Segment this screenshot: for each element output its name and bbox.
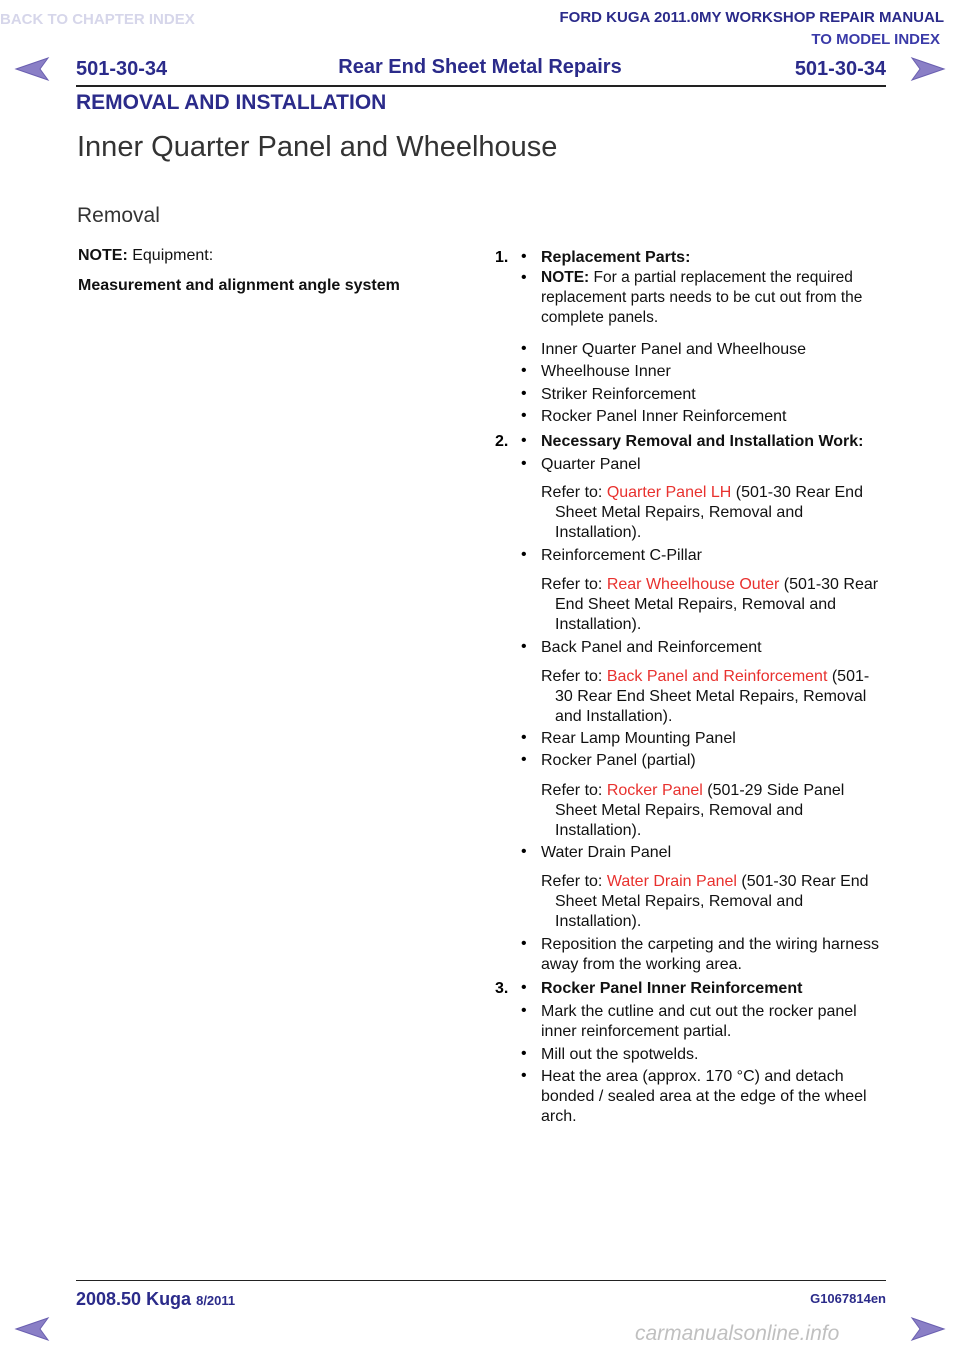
note-text: Equipment:	[132, 247, 214, 264]
step-3-number: 3.	[495, 980, 509, 997]
footer-model-text: 2008.50 Kuga	[76, 1289, 192, 1309]
document-subtitle: Removal	[77, 204, 160, 227]
refer-to-label: Refer to:	[541, 668, 607, 685]
bullet: •	[521, 546, 527, 563]
previous-page-arrow-icon[interactable]	[14, 56, 50, 82]
bullet: •	[521, 362, 527, 379]
bullet: •	[521, 269, 527, 286]
step-1-title: Replacement Parts:	[541, 249, 691, 266]
list-item: Wheelhouse Inner	[541, 363, 671, 380]
page-title: Rear End Sheet Metal Repairs	[338, 56, 622, 78]
next-page-arrow-icon[interactable]	[910, 56, 946, 82]
list-item: Rocker Panel (partial)	[541, 752, 696, 769]
manual-title: FORD KUGA 2011.0MY WORKSHOP REPAIR MANUA…	[559, 9, 945, 26]
document-title: Inner Quarter Panel and Wheelhouse	[77, 131, 558, 163]
bullet: •	[521, 979, 527, 996]
header-rule	[76, 85, 886, 87]
watermark: carmanualsonline.info	[635, 1322, 840, 1345]
quarter-panel-lh-link[interactable]: Quarter Panel LH	[606, 484, 732, 501]
page-code-right: 501-30-34	[794, 58, 886, 80]
bullet: •	[521, 1045, 527, 1062]
refer-to-label: Refer to:	[541, 576, 607, 593]
list-item: Back Panel and Reinforcement	[541, 639, 762, 656]
bullet: •	[521, 455, 527, 472]
list-item: Quarter Panel	[541, 456, 641, 473]
list-item: Mark the cutline and cut out the rocker …	[541, 1003, 857, 1040]
footer-model: 2008.50 Kuga 8/2011	[76, 1289, 235, 1310]
refer-to-label: Refer to:	[541, 873, 607, 890]
list-item: Striker Reinforcement	[541, 386, 696, 403]
reference-water-drain-panel: Refer to: Water Drain Panel (501-30 Rear…	[541, 872, 885, 932]
step-1-note-label: NOTE:	[541, 269, 590, 286]
list-item: Rocker Panel Inner Reinforcement	[541, 408, 787, 425]
next-page-bottom-arrow-icon[interactable]	[910, 1316, 946, 1342]
list-item: Reinforcement C-Pillar	[541, 547, 702, 564]
to-model-index-link[interactable]: TO MODEL INDEX	[811, 31, 940, 48]
section-heading: REMOVAL AND INSTALLATION	[76, 91, 387, 114]
reference-text: (501-30 Rear End Sheet Metal Repairs, Re…	[555, 576, 879, 633]
reference-rear-wheelhouse: Refer to: Rear Wheelhouse Outer (501-30 …	[541, 575, 885, 635]
list-item: Water Drain Panel	[541, 844, 672, 861]
equipment-name: Measurement and alignment angle system	[78, 277, 400, 294]
bullet: •	[521, 407, 527, 424]
previous-page-bottom-arrow-icon[interactable]	[14, 1316, 50, 1342]
note-label: NOTE:	[78, 247, 128, 264]
reference-rocker-panel: Refer to: Rocker Panel (501-29 Side Pane…	[541, 781, 885, 841]
step-1-note: NOTE: For a partial replacement the requ…	[541, 268, 886, 328]
bullet: •	[521, 248, 527, 265]
bullet: •	[521, 638, 527, 655]
equipment-note: NOTE: Equipment:	[78, 246, 213, 266]
step-1-note-text: For a partial replacement the required r…	[541, 269, 863, 326]
reference-back-panel: Refer to: Back Panel and Reinforcement (…	[541, 667, 885, 727]
back-to-chapter-index-link[interactable]: BACK TO CHAPTER INDEX	[0, 11, 195, 28]
bullet: •	[521, 1002, 527, 1019]
footer-code: G1067814en	[810, 1291, 886, 1306]
page-code-left: 501-30-34	[76, 58, 168, 80]
water-drain-panel-link[interactable]: Water Drain Panel	[606, 873, 737, 890]
list-item: Reposition the carpeting and the wiring …	[541, 936, 879, 973]
bullet: •	[521, 935, 527, 952]
reference-text: (501-30 Rear End Sheet Metal Repairs, Re…	[555, 484, 863, 541]
footer-date: 8/2011	[196, 1293, 236, 1308]
bullet: •	[521, 751, 527, 768]
back-panel-link[interactable]: Back Panel and Reinforcement	[606, 668, 828, 685]
bullet: •	[521, 729, 527, 746]
reference-text: (501-30 Rear End Sheet Metal Repairs, Re…	[555, 873, 869, 930]
list-item: Heat the area (approx. 170 °C) and detac…	[541, 1068, 867, 1125]
bullet: •	[521, 340, 527, 357]
step-2-number: 2.	[495, 433, 509, 450]
reference-text: (501-29 Side Panel Sheet Metal Repairs, …	[555, 782, 845, 839]
reference-text: (501-30 Rear End Sheet Metal Repairs, Re…	[555, 668, 870, 725]
rocker-panel-link[interactable]: Rocker Panel	[606, 782, 703, 799]
step-3-title: Rocker Panel Inner Reinforcement	[541, 980, 803, 997]
bullet: •	[521, 432, 527, 449]
list-item: Mill out the spotwelds.	[541, 1046, 699, 1063]
reference-quarter-panel: Refer to: Quarter Panel LH (501-30 Rear …	[541, 483, 885, 543]
rear-wheelhouse-outer-link[interactable]: Rear Wheelhouse Outer	[606, 576, 780, 593]
step-2-title: Necessary Removal and Installation Work:	[541, 433, 864, 450]
refer-to-label: Refer to:	[541, 484, 607, 501]
bullet: •	[521, 1067, 527, 1084]
list-item: Inner Quarter Panel and Wheelhouse	[541, 341, 807, 358]
list-item: Rear Lamp Mounting Panel	[541, 730, 736, 747]
refer-to-label: Refer to:	[541, 782, 607, 799]
bullet: •	[521, 843, 527, 860]
step-1-number: 1.	[495, 249, 509, 266]
bullet: •	[521, 385, 527, 402]
footer-rule	[76, 1280, 886, 1281]
